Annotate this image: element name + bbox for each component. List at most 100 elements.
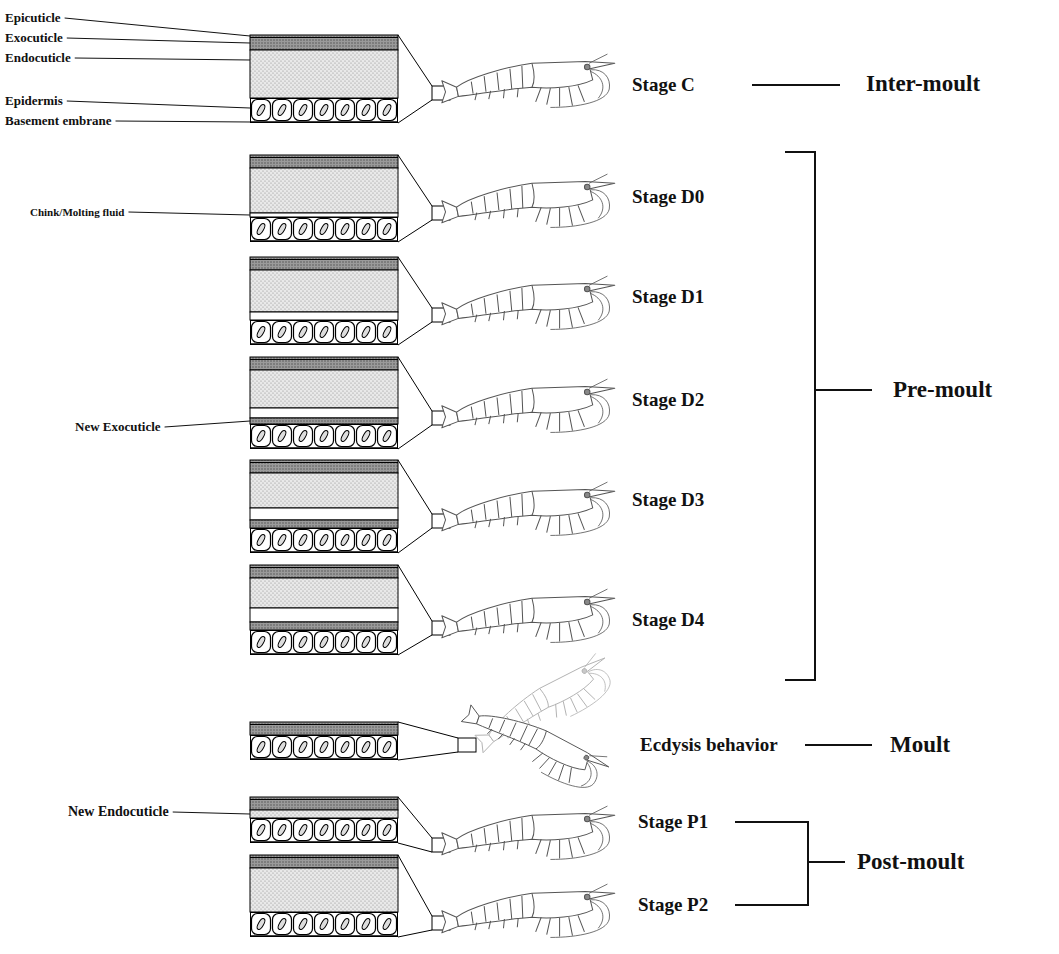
- phase-label: Pre-moult: [893, 377, 992, 403]
- cuticle-section: [250, 736, 398, 760]
- part-label: Exocuticle: [5, 31, 63, 46]
- cuticle-section: [250, 357, 398, 370]
- cuticle-section: [250, 370, 398, 408]
- ecdysis-shrimp-drawing: [459, 651, 621, 800]
- stage-label: Stage D1: [632, 286, 704, 308]
- leader-line: [116, 121, 250, 122]
- cuticle-section: [250, 321, 398, 345]
- cuticle-section: [250, 797, 450, 852]
- phase-bracket: [805, 744, 872, 746]
- cuticle-section: [250, 520, 398, 528]
- cuticle-section: [250, 218, 398, 242]
- cuticle-section: [250, 257, 398, 270]
- cuticle-section: [250, 797, 398, 810]
- shrimp-drawing: [442, 379, 615, 432]
- cuticle-section: [458, 738, 476, 752]
- phase-label: Moult: [890, 732, 950, 758]
- part-label: Endocuticle: [5, 51, 71, 66]
- stage-label: Stage P1: [638, 811, 708, 833]
- cuticle-section: [398, 425, 432, 449]
- stage-label: Stage D0: [632, 186, 704, 208]
- cuticle-section: [398, 635, 432, 655]
- leader-line: [67, 38, 250, 43]
- cuticle-section: [398, 797, 432, 838]
- cuticle-section: [250, 724, 398, 725]
- cuticle-section: [250, 608, 398, 622]
- cuticle-section: [250, 565, 450, 655]
- cuticle-section: [398, 35, 432, 86]
- phase-bracket: [752, 84, 840, 86]
- cuticle-section: [250, 855, 450, 937]
- shrimp-drawing: [442, 589, 615, 642]
- phase-bracket: [785, 152, 815, 680]
- cuticle-section: [250, 35, 450, 123]
- cuticle-section: [250, 622, 398, 630]
- cuticle-section: [398, 843, 432, 852]
- leader-line: [173, 812, 250, 814]
- leader-line: [128, 212, 250, 215]
- shrimp-drawing: [442, 54, 615, 107]
- cuticle-section: [250, 868, 398, 912]
- phase-bracket: [735, 822, 808, 905]
- shrimp-drawing: [442, 482, 615, 535]
- cuticle-section: [250, 913, 398, 937]
- cuticle-section: [250, 168, 398, 213]
- cuticle-section: [250, 37, 398, 38]
- cuticle-section: [398, 528, 432, 553]
- cuticle-section: [250, 799, 398, 800]
- cuticle-section: [398, 322, 432, 345]
- cuticle-section: [398, 460, 432, 514]
- cuticle-section: [250, 722, 476, 760]
- cuticle-section: [398, 155, 432, 206]
- part-label: New Exocuticle: [75, 420, 161, 435]
- cuticle-section: [398, 565, 432, 621]
- shrimp-drawing: [442, 806, 615, 859]
- cuticle-section: [250, 408, 398, 418]
- cuticle-section: [398, 722, 458, 738]
- part-label: Basement embrane: [5, 114, 112, 129]
- cuticle-section: [250, 257, 450, 345]
- cuticle-section: [250, 213, 398, 217]
- cuticle-section: [250, 312, 398, 320]
- cuticle-section: [250, 508, 398, 520]
- cuticle-section: [250, 155, 450, 242]
- cuticle-section: [250, 35, 398, 50]
- cuticle-section: [398, 930, 432, 937]
- part-label: Chink/Molting fluid: [30, 206, 124, 219]
- cuticle-section: [250, 460, 398, 473]
- cuticle-section: [398, 357, 432, 411]
- cuticle-section: [250, 50, 398, 98]
- phase-bracket: [808, 861, 845, 863]
- cuticle-section: [250, 157, 398, 158]
- cuticle-section: [250, 631, 398, 655]
- cuticle-section: [250, 578, 398, 608]
- stage-label: Stage C: [632, 74, 695, 96]
- leader-line: [67, 101, 250, 108]
- leader-line: [75, 58, 250, 60]
- cuticle-section: [250, 460, 450, 553]
- cuticle-section: [398, 752, 458, 760]
- cuticle-section: [250, 855, 398, 868]
- stage-label: Stage D4: [632, 609, 704, 631]
- cuticle-section: [250, 462, 398, 463]
- stage-label: Stage D3: [632, 489, 704, 511]
- phase-label: Post-moult: [857, 849, 964, 875]
- shrimp-drawing: [442, 276, 615, 329]
- cuticle-section: [398, 855, 432, 916]
- cuticle-section: [398, 220, 432, 242]
- leader-line: [65, 18, 250, 36]
- part-label: New Endocuticle: [68, 804, 169, 820]
- cuticle-section: [250, 473, 398, 508]
- shrimp-drawing: [442, 174, 615, 227]
- cuticle-section: [250, 270, 398, 312]
- cuticle-section: [250, 810, 398, 818]
- part-label: Epicuticle: [5, 11, 61, 26]
- cuticle-section: [250, 259, 398, 260]
- cuticle-section: [250, 529, 398, 553]
- cuticle-section: [250, 819, 398, 843]
- cuticle-section: [250, 418, 398, 424]
- phase-bracket: [735, 85, 872, 905]
- cuticle-section: [250, 857, 398, 858]
- cuticle-section: [250, 155, 398, 168]
